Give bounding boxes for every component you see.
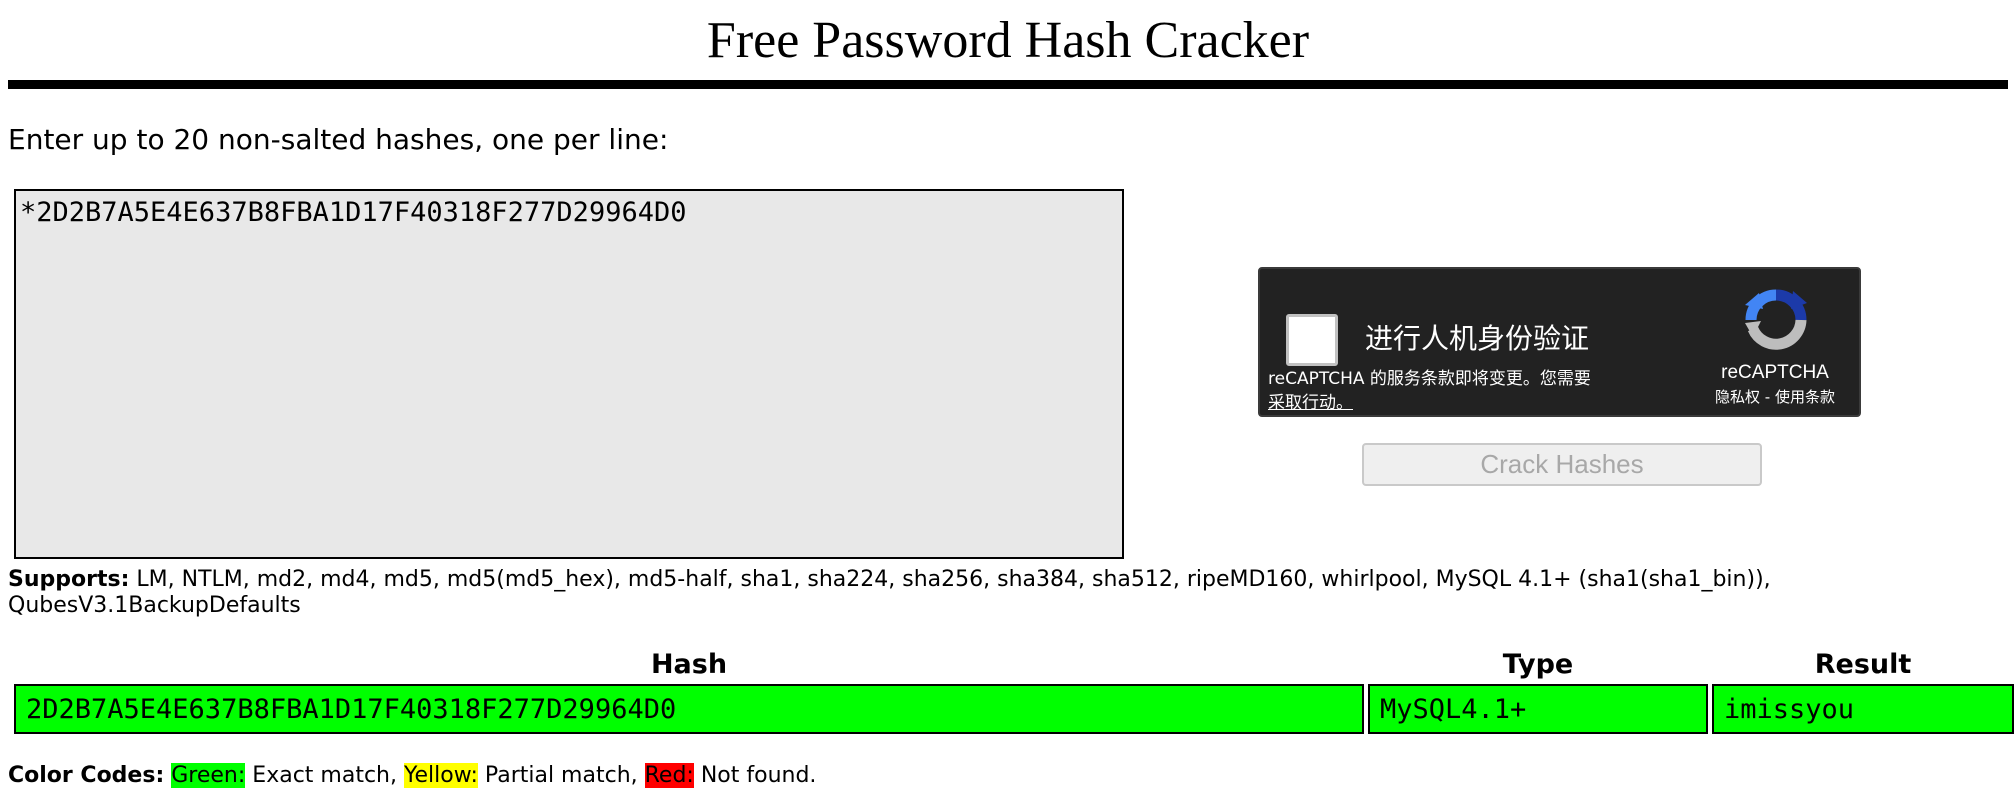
color-codes-legend: Color Codes: Green: Exact match, Yellow:… [8,762,816,790]
legend-red-desc: Not found. [693,763,817,788]
recaptcha-separator: - [1760,388,1775,406]
recaptcha-terms-link[interactable]: 使用条款 [1774,388,1835,406]
page-title: Free Password Hash Cracker [706,12,1310,69]
legend-green-desc: Exact match, [245,763,404,788]
title-divider [8,80,2008,89]
results-table: Hash Type Result 2D2B7A5E4E637B8FBA1D17F… [10,640,2016,738]
recaptcha-action-link[interactable]: 采取行动。 [1268,393,1353,413]
recaptcha-brand: reCAPTCHA [1721,362,1829,383]
header-hash: Hash [650,649,728,680]
supports-label: Supports: [8,567,130,592]
recaptcha-terms: 隐私权 - 使用条款 [1690,387,1860,407]
header-result: Result [1814,649,1912,680]
results-header-row: Hash Type Result [14,644,2014,680]
legend-yellow-label: Yellow: [403,763,478,788]
result-type-cell: MySQL4.1+ [1368,684,1708,734]
recaptcha-notice-text: reCAPTCHA 的服务条款即将变更。您需要 [1268,369,1591,389]
color-codes-label: Color Codes: [8,763,165,788]
hashes-input[interactable] [14,189,1124,559]
instructions-text: Enter up to 20 non-salted hashes, one pe… [8,123,669,156]
legend-yellow-desc: Partial match, [477,763,645,788]
recaptcha-checkbox[interactable] [1286,314,1338,366]
recaptcha-widget: 进行人机身份验证 reCAPTCHA 的服务条款即将变更。您需要 采取行动。 r… [1258,267,1861,417]
crack-hashes-button[interactable]: Crack Hashes [1362,443,1762,486]
result-value-cell: imissyou [1712,684,2014,734]
legend-green-label: Green: [171,763,246,788]
legend-red-label: Red: [644,763,694,788]
supports-list: LM, NTLM, md2, md4, md5, md5(md5_hex), m… [8,567,1771,618]
supported-algorithms: Supports: LM, NTLM, md2, md4, md5, md5(m… [8,567,1998,619]
recaptcha-label: 进行人机身份验证 [1365,322,1590,355]
table-row: 2D2B7A5E4E637B8FBA1D17F40318F277D29964D0… [14,684,2014,734]
header-type: Type [1502,649,1574,680]
recaptcha-notice: reCAPTCHA 的服务条款即将变更。您需要 采取行动。 [1268,367,1648,415]
result-hash-cell: 2D2B7A5E4E637B8FBA1D17F40318F277D29964D0 [14,684,1364,734]
recaptcha-logo-icon [1745,289,1807,350]
recaptcha-privacy-link[interactable]: 隐私权 [1715,388,1761,406]
